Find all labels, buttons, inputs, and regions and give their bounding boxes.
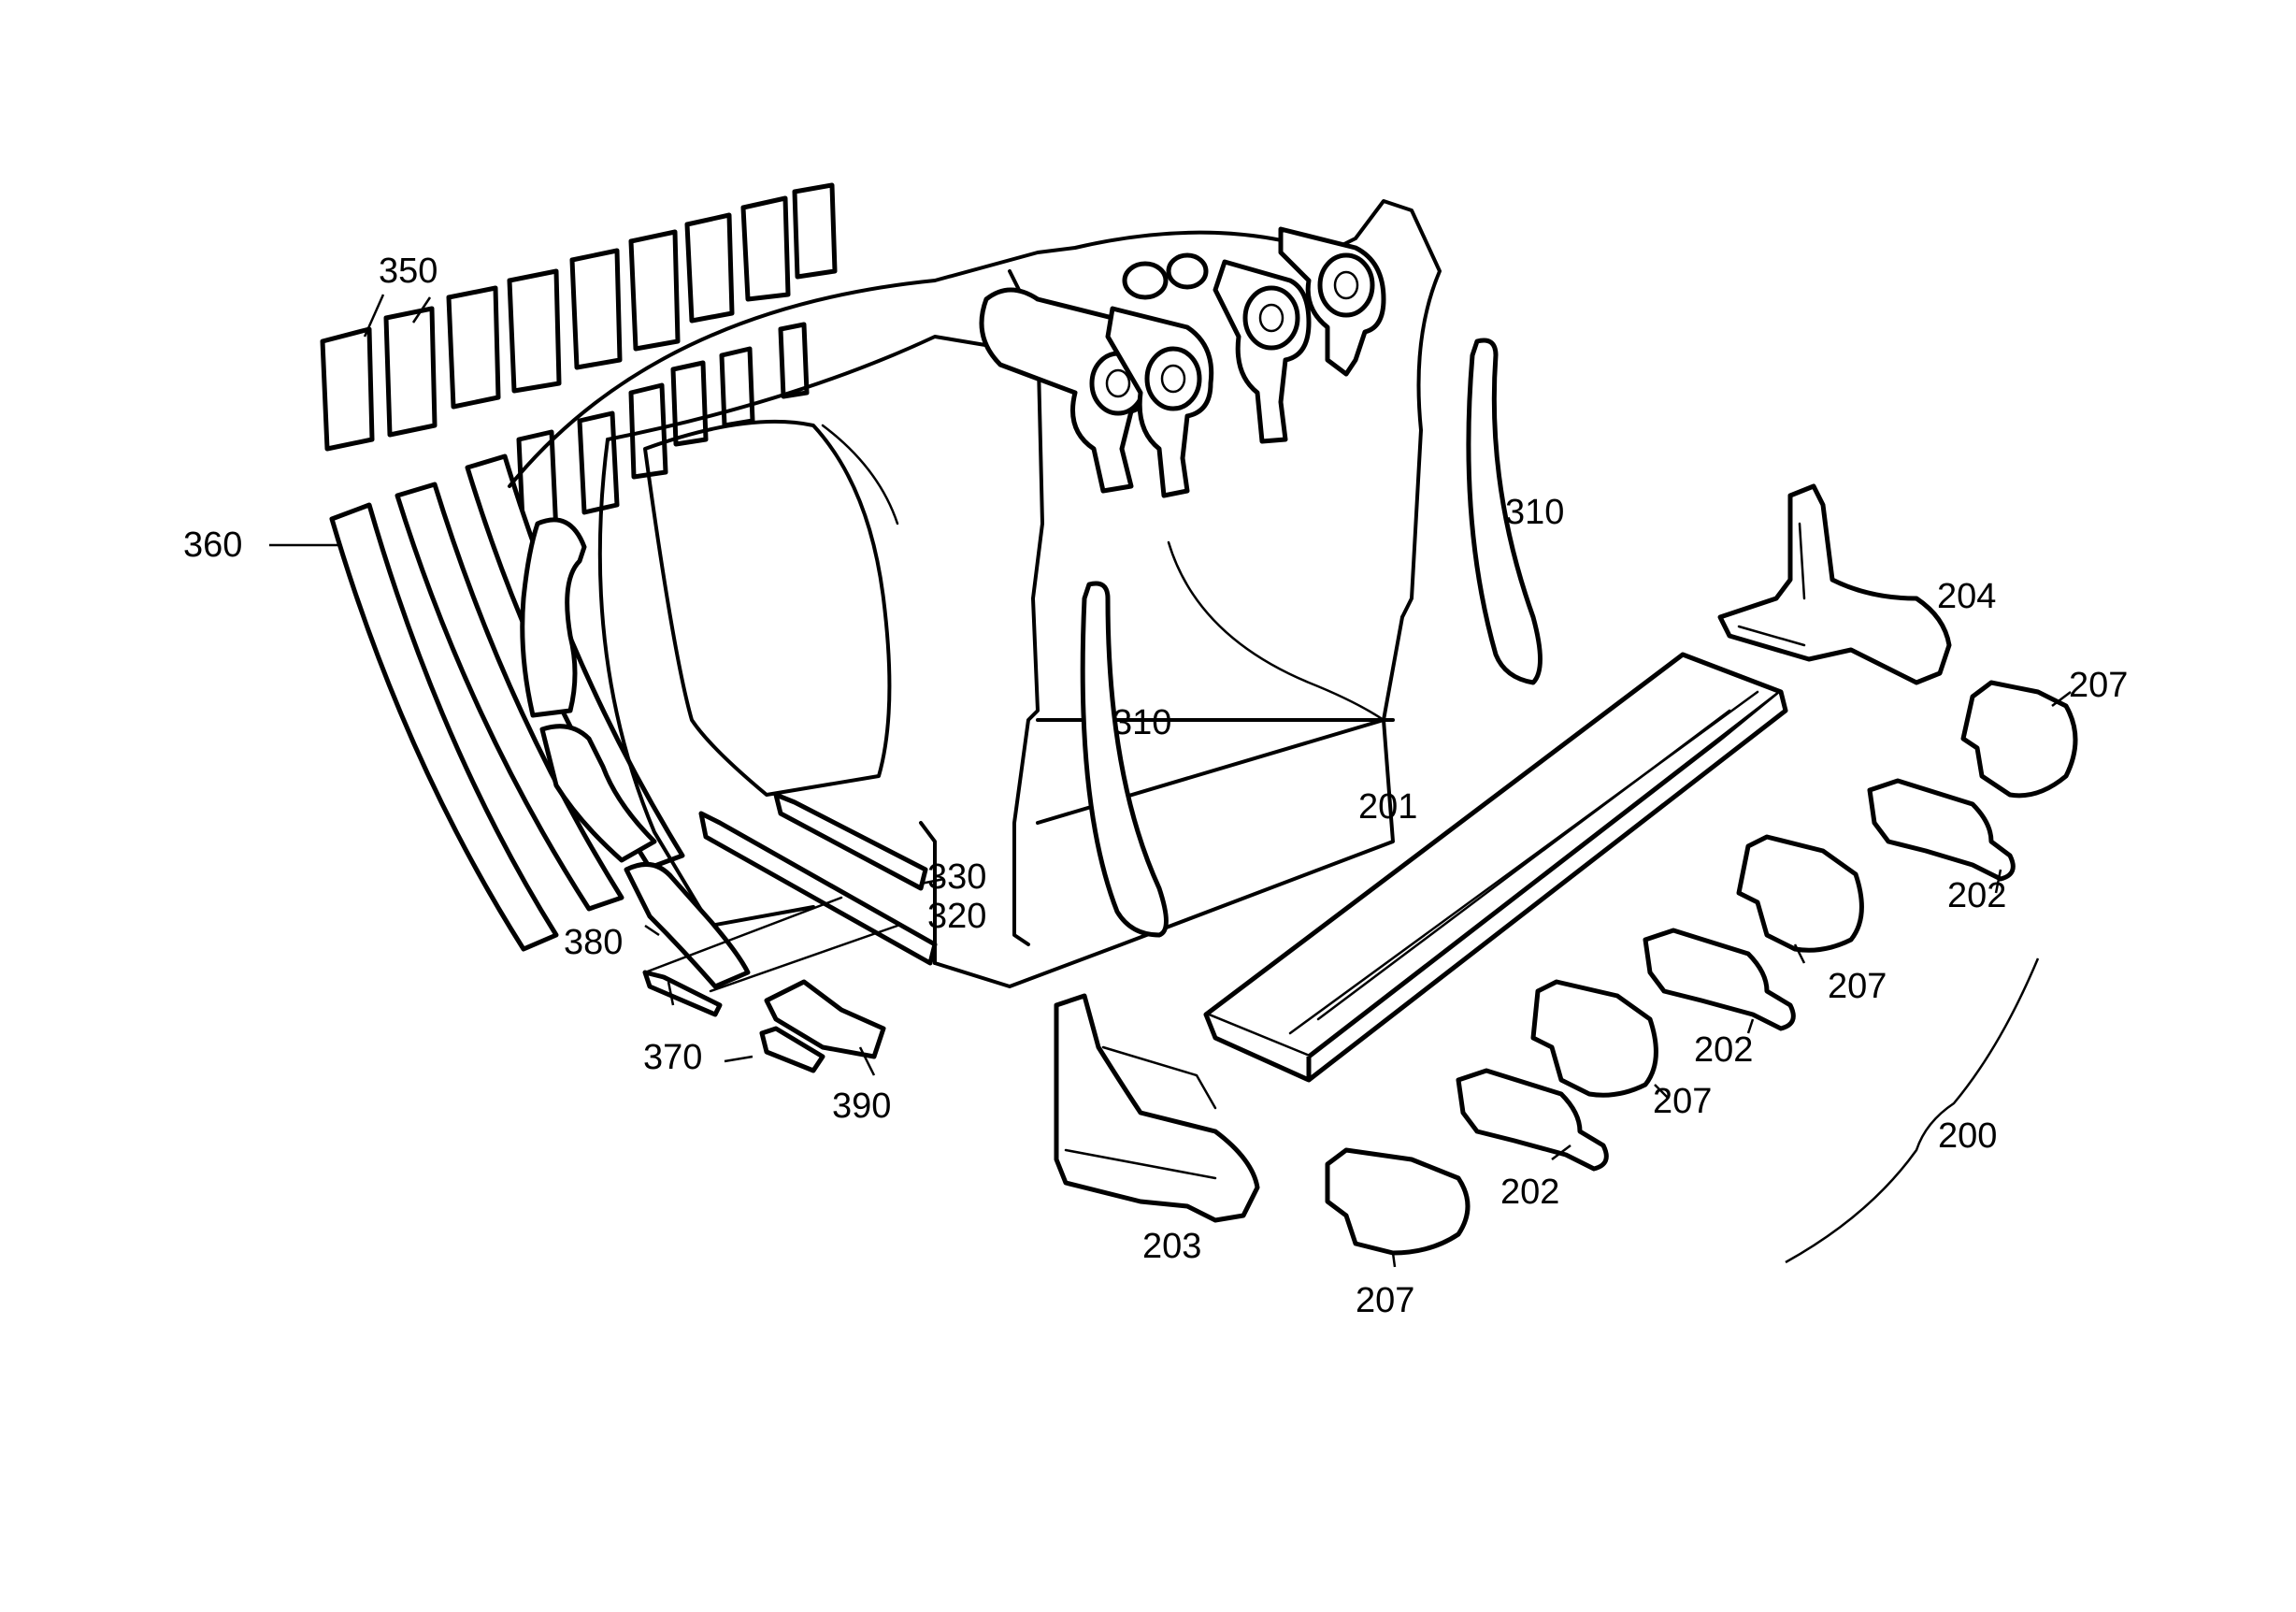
label-207-lower: 207	[1653, 1082, 1712, 1121]
reference-labels: 350 360 310 310 204 207 201 330 320 380 …	[183, 252, 2128, 1320]
corner-adapter-204	[1717, 483, 1952, 685]
cutting-edge-201	[1203, 652, 1788, 1083]
label-203: 203	[1142, 1227, 1201, 1266]
label-320: 320	[927, 897, 986, 936]
label-310-right: 310	[1505, 493, 1564, 532]
label-207-mid: 207	[1828, 967, 1887, 1006]
group-bracket-200	[1785, 957, 2040, 1264]
label-390: 390	[832, 1087, 891, 1126]
leader-lines	[269, 294, 2072, 1268]
label-380: 380	[564, 923, 623, 962]
curved-liners-380	[520, 517, 751, 989]
label-202-lower: 202	[1500, 1173, 1559, 1212]
side-shrouds-310	[1080, 338, 1543, 938]
wear-plates-350	[320, 182, 838, 452]
bottom-plates	[642, 792, 938, 1073]
label-360: 360	[183, 525, 242, 565]
label-204: 204	[1937, 577, 1996, 616]
label-310-left: 310	[1112, 703, 1171, 742]
label-207-top: 207	[2069, 666, 2128, 705]
teeth-and-adapters	[1325, 680, 2078, 1256]
label-207-bottom: 207	[1356, 1281, 1414, 1320]
label-201: 201	[1358, 787, 1417, 827]
label-200: 200	[1938, 1116, 1997, 1156]
label-370: 370	[643, 1038, 702, 1077]
label-202-right: 202	[1947, 876, 2006, 915]
label-202-mid: 202	[1694, 1030, 1753, 1070]
label-330: 330	[927, 857, 986, 897]
bucket-body	[508, 199, 1442, 988]
label-350: 350	[379, 252, 438, 291]
corner-adapter-203	[1054, 993, 1260, 1223]
